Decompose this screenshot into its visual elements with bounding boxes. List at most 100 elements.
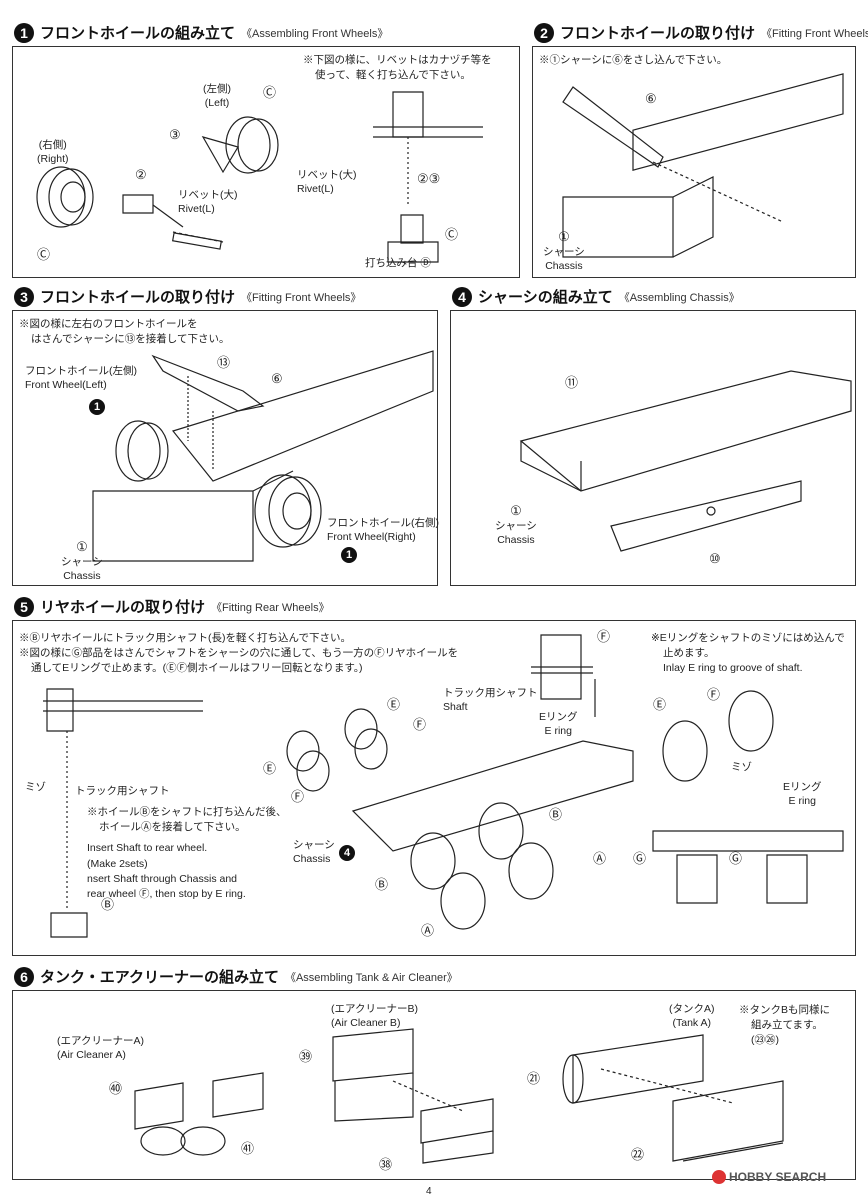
step-title-en: 《Assembling Tank & Air Cleaner》: [284, 971, 458, 984]
step-title-en: 《Assembling Chassis》: [618, 291, 740, 304]
part-6-label: ⑥: [271, 371, 283, 386]
step-ref-badge: 4: [339, 845, 355, 861]
label-left: (左側)(Left): [203, 83, 231, 109]
page-number: 4: [426, 1186, 432, 1197]
part-e-label: Ⓔ: [653, 697, 667, 712]
step3-illustration: [13, 311, 439, 587]
step3-note: ※図の様に左右のフロントホイールをはさんでシャーシに⑬を接着して下さい。: [19, 318, 230, 346]
step-number: 1: [14, 22, 34, 43]
step2-note: ※①シャーシに⑥をさし込んで下さい。: [539, 54, 728, 66]
step5-note: ※Ⓑリヤホイールにトラック用シャフト(長)を軽く打ち込んで下さい。※図の様にⒼ部…: [19, 632, 459, 675]
rivet-label: リベット(大)Rivet(L): [178, 189, 238, 215]
step2-header: 2 フロントホイールの取り付け 《Fitting Front Wheels》: [534, 22, 868, 43]
step1-header: 1 フロントホイールの組み立て 《Assembling Front Wheels…: [14, 22, 388, 43]
step6-header: 6 タンク・エアクリーナーの組み立て 《Assembling Tank & Ai…: [14, 966, 458, 987]
logo-icon: [712, 1170, 726, 1184]
part-13-label: ⑬: [217, 355, 231, 370]
step-ref-badge: 1: [89, 399, 105, 415]
step5-sub-note: ※ホイールⒷをシャフトに打ち込んだ後、ホイールⒶを接着して下さい。 Insert…: [87, 806, 287, 901]
part-40-label: ㊵: [109, 1081, 123, 1096]
part-g-label: Ⓖ: [633, 851, 647, 866]
step3-panel: ※図の様に左右のフロントホイールをはさんでシャーシに⑬を接着して下さい。 ⑬ ⑥…: [12, 310, 439, 587]
part-b-label: Ⓑ: [375, 877, 389, 892]
part-f-label: Ⓕ: [707, 687, 721, 702]
tank-a-label: (タンクA)(Tank A): [669, 1003, 715, 1029]
part-f-label: Ⓕ: [597, 629, 611, 644]
part-g-label: Ⓖ: [729, 851, 743, 866]
step-title-en: 《Fitting Front Wheels》: [241, 291, 362, 304]
part-a-label: Ⓐ: [593, 851, 607, 866]
groove-label: ミゾ: [25, 781, 46, 793]
step-number: 4: [452, 286, 472, 307]
part-22-label: ㉒: [631, 1147, 645, 1162]
part-11-label: ⑪: [565, 375, 579, 390]
watermark-text: HOBBY SEARCH: [729, 1170, 827, 1184]
step-number: 2: [534, 22, 554, 43]
shaft-label: トラック用シャフト: [75, 785, 170, 797]
part-3-label: ③: [169, 127, 181, 142]
part-10-label: ⑩: [709, 551, 721, 566]
groove-label: ミゾ: [731, 761, 752, 773]
front-wheel-right-label: フロントホイール(右側)Front Wheel(Right): [327, 517, 439, 543]
step4-illustration: [451, 311, 857, 587]
label-right: (右側)(Right): [37, 139, 69, 165]
step3-header: 3 フロントホイールの取り付け 《Fitting Front Wheels》: [14, 286, 361, 307]
step-number: 5: [14, 596, 34, 617]
front-wheel-left-label: フロントホイール(左側)Front Wheel(Left): [25, 365, 137, 391]
step-title-jp: フロントホイールの取り付け: [560, 25, 756, 42]
watermark-logo: HOBBY SEARCH: [712, 1170, 826, 1184]
stand-label: 打ち込み台 Ⓓ: [365, 257, 431, 269]
step-number: 6: [14, 966, 34, 987]
step-title-jp: リヤホイールの取り付け: [40, 599, 206, 616]
part-c-label: Ⓒ: [263, 85, 277, 100]
part-39-label: ㊴: [299, 1049, 313, 1064]
part-2-label: ②: [135, 167, 147, 182]
step-title-jp: シャーシの組み立て: [478, 289, 613, 306]
part-c-label: Ⓒ: [445, 227, 459, 242]
step5-panel: ※Ⓑリヤホイールにトラック用シャフト(長)を軽く打ち込んで下さい。※図の様にⒼ部…: [12, 620, 856, 956]
part-f-label: Ⓕ: [291, 789, 305, 804]
part-e-label: Ⓔ: [387, 697, 401, 712]
step5-header: 5 リヤホイールの取り付け 《Fitting Rear Wheels》: [14, 596, 330, 617]
step6-illustration: [13, 991, 857, 1181]
step2-illustration: [533, 47, 857, 279]
step6-note: ※タンクBも同様に組み立てます。(㉓㉖): [739, 1004, 831, 1047]
ering-note: ※Eリングをシャフトのミゾにはめ込んで止めます。Inlay E ring to …: [651, 632, 845, 675]
part-c-label: Ⓒ: [37, 247, 51, 262]
step1-panel: ※下図の様に、リベットはカナヅチ等を使って、軽く打ち込んで下さい。 (右側)(R…: [12, 46, 520, 278]
step-title-jp: タンク・エアクリーナーの組み立て: [40, 969, 279, 986]
part-6-label: ⑥: [645, 91, 657, 106]
part-b-label: Ⓑ: [549, 807, 563, 822]
step5-illustration: [13, 621, 857, 957]
step1-illustration: [13, 47, 521, 279]
step-title-jp: フロントホイールの組み立て: [40, 25, 236, 42]
air-cleaner-a-label: (エアクリーナーA)(Air Cleaner A): [57, 1035, 144, 1061]
step-number: 3: [14, 286, 34, 307]
part-41-label: ㊶: [241, 1141, 255, 1156]
step6-panel: ※タンクBも同様に組み立てます。(㉓㉖) (エアクリーナーA)(Air Clea…: [12, 990, 856, 1180]
step-title-en: 《Fitting Rear Wheels》: [211, 601, 330, 614]
part-23-label: ②③: [417, 171, 441, 186]
step-title-en: 《Assembling Front Wheels》: [241, 27, 389, 40]
rivet-label-2: リベット(大)Rivet(L): [297, 169, 357, 195]
air-cleaner-b-label: (エアクリーナーB)(Air Cleaner B): [331, 1003, 418, 1029]
step-title-jp: フロントホイールの取り付け: [40, 289, 236, 306]
step4-header: 4 シャーシの組み立て 《Assembling Chassis》: [452, 286, 740, 307]
part-b-label: Ⓑ: [101, 897, 115, 912]
step1-note: ※下図の様に、リベットはカナヅチ等を使って、軽く打ち込んで下さい。: [303, 54, 492, 82]
part-e-label: Ⓔ: [263, 761, 277, 776]
part-f-label: Ⓕ: [413, 717, 427, 732]
part-a-label: Ⓐ: [421, 923, 435, 938]
step-ref-badge: 1: [341, 547, 357, 563]
step-title-en: 《Fitting Front Wheels》: [761, 27, 868, 40]
part-21-label: ㉑: [527, 1071, 541, 1086]
